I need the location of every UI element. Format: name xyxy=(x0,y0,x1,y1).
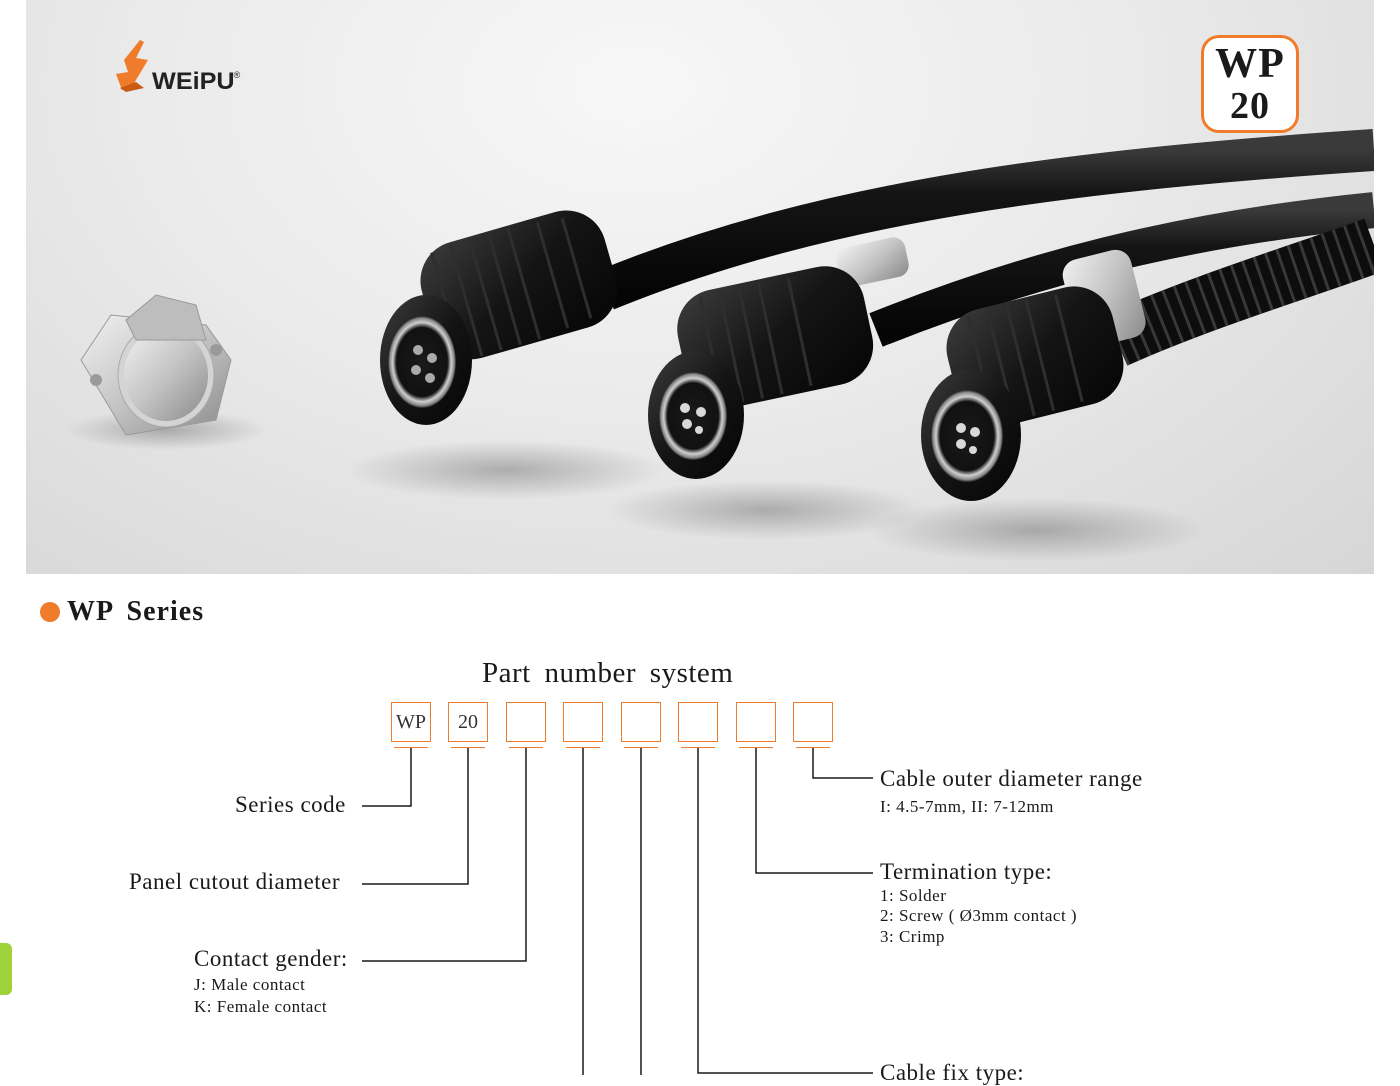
badge-series: WP xyxy=(1215,41,1285,87)
section-title: WP Series xyxy=(67,596,205,627)
label-panel-cutout: Panel cutout diameter xyxy=(129,869,341,894)
code-box-5 xyxy=(621,702,661,742)
badge-size: 20 xyxy=(1230,85,1270,127)
code-underline xyxy=(681,747,715,748)
code-underline xyxy=(624,747,658,748)
label-contact-male: J: Male contact xyxy=(194,975,306,994)
code-box-4 xyxy=(563,702,603,742)
code-underline xyxy=(739,747,773,748)
side-tab[interactable] xyxy=(0,943,12,995)
label-series-code: Series code xyxy=(235,792,346,817)
leader-cable-od xyxy=(812,748,873,779)
code-box-series: WP xyxy=(391,702,431,742)
product-photo: WEiPU ® xyxy=(26,0,1374,574)
weipu-logo: WEiPU ® xyxy=(114,38,240,94)
code-box-cable-od xyxy=(793,702,833,742)
connector-illustration xyxy=(66,129,1374,562)
code-box-cable-fix xyxy=(678,702,718,742)
code-underline xyxy=(509,747,543,748)
code-box-diameter: 20 xyxy=(448,702,488,742)
label-cable-od: Cable outer diameter range xyxy=(880,766,1143,791)
label-termination: Termination type: xyxy=(880,859,1053,884)
code-underline xyxy=(451,747,485,748)
section-heading: WP Series xyxy=(40,596,204,628)
model-badge: WP 20 xyxy=(1201,35,1299,133)
leader-contact-gender xyxy=(362,748,527,962)
leader-panel-cutout xyxy=(362,748,469,885)
code-box-gender xyxy=(506,702,546,742)
registered-mark: ® xyxy=(233,70,241,80)
code-underline xyxy=(394,747,428,748)
logo-text: WEiPU xyxy=(152,68,235,95)
label-termination-screw: 2: Screw ( Ø3mm contact ) xyxy=(880,906,1078,925)
label-cable-od-range: I: 4.5-7mm, II: 7-12mm xyxy=(880,797,1054,816)
code-underline xyxy=(796,747,830,748)
leader-termination xyxy=(755,748,873,874)
label-contact-gender: Contact gender: xyxy=(194,946,348,971)
code-underline xyxy=(566,747,600,748)
label-contact-female: K: Female contact xyxy=(194,997,328,1016)
code-box-termination xyxy=(736,702,776,742)
weipu-logo-mark-icon xyxy=(116,40,148,92)
leader-series-code xyxy=(362,748,412,807)
label-cable-fix: Cable fix type: xyxy=(880,1060,1025,1085)
part-number-title: Part number system xyxy=(482,657,734,689)
bullet-dot-icon xyxy=(40,602,60,622)
label-termination-crimp: 3: Crimp xyxy=(880,927,945,946)
label-termination-solder: 1: Solder xyxy=(880,886,947,905)
leader-cable-fix xyxy=(697,748,873,1074)
